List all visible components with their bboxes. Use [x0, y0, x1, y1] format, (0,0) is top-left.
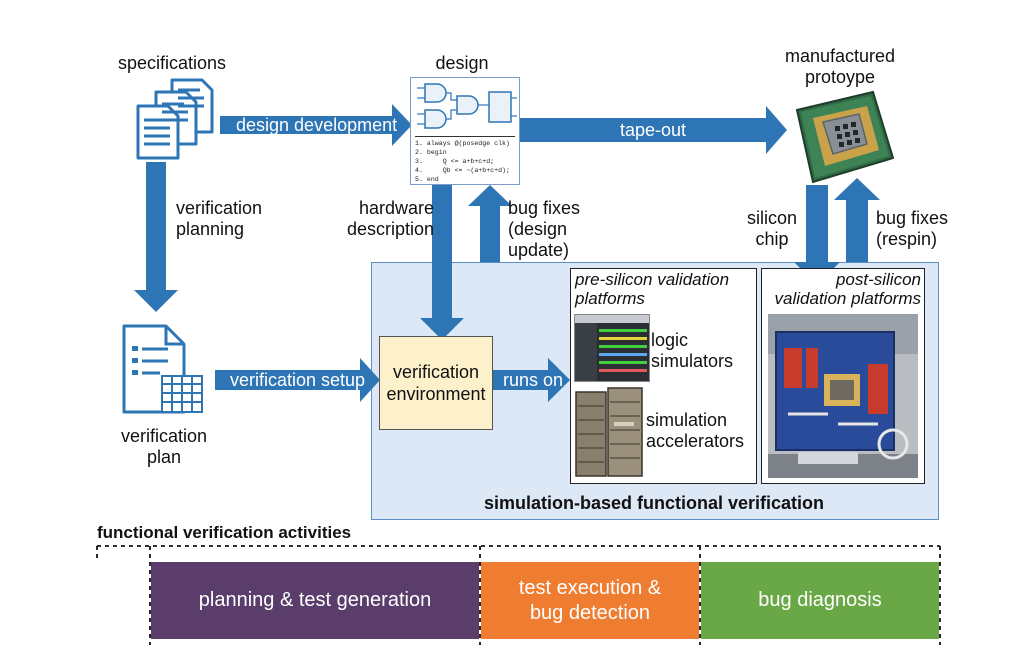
- verification-environment-box: verification environment: [379, 336, 493, 430]
- waveform: [599, 345, 647, 348]
- code-block: 1. always @(posedge clk) 2. begin 3. Q <…: [415, 136, 515, 184]
- cpu-chip-icon: [795, 90, 895, 184]
- logic-simulators-label: logic simulators: [651, 330, 734, 371]
- logic-simulator-screenshot: [574, 314, 650, 382]
- verification-planning-label: verification planning: [176, 198, 263, 239]
- arrow-design-development: [220, 104, 412, 146]
- arrow-bug-fixes-respin: [834, 178, 880, 262]
- arrow-bug-fixes-design: [468, 185, 512, 262]
- documents-icon: [136, 78, 214, 160]
- bug-fixes-respin-label: bug fixes (respin): [876, 208, 949, 249]
- waveform: [599, 329, 647, 332]
- simulation-region-label: simulation-based functional verification: [483, 493, 825, 513]
- verification-setup-label: verification setup: [230, 370, 366, 390]
- prototype-label: manufactured protoype: [784, 46, 896, 87]
- simulation-accelerators-label: simulation accelerators: [646, 410, 745, 451]
- waveform: [599, 369, 647, 372]
- arrow-verification-planning: [134, 162, 178, 312]
- waveform: [599, 353, 647, 356]
- window-titlebar: [575, 315, 649, 323]
- activities-title: functional verification activities: [97, 523, 352, 542]
- design-box: 1. always @(posedge clk) 2. begin 3. Q <…: [410, 77, 520, 185]
- silicon-chip-label: silicon chip: [746, 208, 798, 249]
- runs-on-label: runs on: [503, 370, 564, 390]
- verification-plan-label: verification plan: [120, 426, 208, 467]
- arrow-hardware-description: [420, 185, 464, 340]
- post-silicon-title: post-silicon validation platforms: [774, 270, 921, 308]
- waveform: [599, 337, 647, 340]
- post-silicon-board-photo: [768, 314, 918, 478]
- simulation-accelerator-image: [575, 387, 643, 477]
- arrow-tape-out: [520, 106, 787, 154]
- design-label: design: [435, 53, 489, 73]
- arrow-runs-on: [493, 358, 570, 402]
- arrow-silicon-chip: [794, 185, 840, 285]
- signal-list: [575, 323, 597, 381]
- pre-silicon-title: pre-silicon validation platforms: [575, 270, 730, 308]
- specifications-label: specifications: [117, 53, 227, 73]
- tape-out-label: tape-out: [620, 120, 687, 140]
- schematic-icon: [417, 83, 517, 129]
- activity-diagnosis: bug diagnosis: [701, 562, 939, 639]
- hardware-description-label: hardware description: [346, 198, 434, 239]
- waveform: [599, 361, 647, 364]
- bug-fixes-design-label: bug fixes (design update): [508, 198, 581, 260]
- arrow-verification-setup: [215, 358, 380, 402]
- design-development-label: design development: [236, 115, 398, 135]
- activity-planning: planning & test generation: [151, 562, 479, 639]
- plan-document-icon: [122, 324, 203, 414]
- activity-execution: test execution & bug detection: [481, 562, 699, 639]
